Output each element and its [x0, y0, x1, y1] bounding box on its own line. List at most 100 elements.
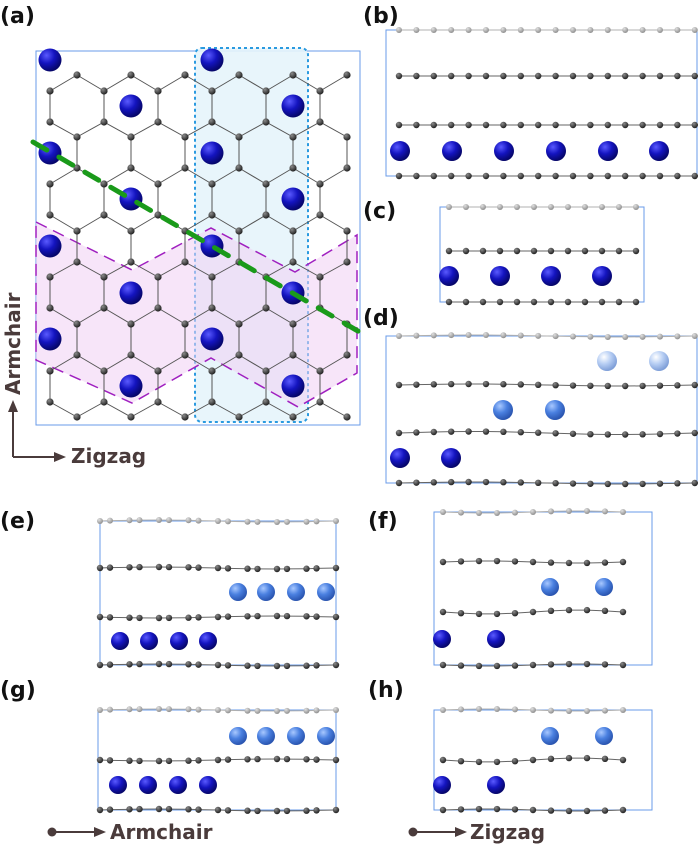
carbon-atom: [529, 661, 537, 669]
c-c-bond: [49, 214, 78, 232]
top-carbon-atom: [691, 333, 698, 339]
carbon-atom: [100, 87, 108, 95]
c-c-bond: [157, 354, 186, 372]
top-carbon-atom: [225, 518, 231, 525]
carbon-atom: [529, 806, 537, 814]
carbon-atom: [165, 805, 173, 813]
carbon-atom: [127, 164, 135, 172]
sodium-atom: [487, 630, 505, 648]
carbon-atom: [127, 227, 135, 235]
c-c-bond: [265, 354, 294, 372]
top-carbon-atom: [548, 707, 554, 714]
carbon-atom: [154, 398, 162, 406]
carbon-atom: [583, 660, 591, 668]
c-c-bond: [211, 74, 240, 92]
carbon-atom: [619, 756, 627, 764]
top-carbon-atom: [530, 509, 536, 515]
top-carbon-atom: [274, 519, 280, 525]
carbon-atom: [587, 172, 594, 180]
top-carbon-atom: [604, 333, 611, 340]
carbon-atom: [289, 164, 297, 172]
carbon-atom: [316, 398, 324, 406]
c-c-bond: [184, 74, 213, 92]
top-carbon-atom: [587, 333, 594, 340]
carbon-atom: [224, 756, 232, 763]
carbon-atom: [244, 807, 251, 814]
top-carbon-atom: [480, 204, 486, 210]
c-c-bond: [157, 74, 186, 92]
sodium-atom: [317, 583, 335, 601]
top-carbon-atom: [512, 706, 518, 713]
top-carbon-atom: [584, 707, 590, 714]
carbon-atom: [154, 273, 162, 281]
top-carbon-atom: [396, 27, 402, 33]
carbon-atom: [583, 559, 591, 567]
c-c-bond: [265, 401, 294, 418]
top-carbon-atom: [97, 518, 103, 524]
armchair-axis-label: Armchair: [1, 292, 25, 395]
top-carbon-atom: [674, 27, 681, 33]
carbon-atom: [127, 133, 135, 141]
carbon-atom: [691, 72, 698, 80]
zigzag-direction-label: Zigzag: [470, 820, 545, 844]
carbon-atom: [535, 121, 542, 129]
carbon-atom: [622, 172, 629, 180]
c-c-bond: [49, 401, 78, 418]
top-carbon-atom: [552, 27, 559, 33]
carbon-atom: [529, 608, 537, 616]
top-carbon-atom: [530, 707, 536, 713]
c-c-bond: [130, 354, 159, 372]
carbon-atom: [619, 661, 627, 669]
carbon-atom: [615, 298, 623, 306]
carbon-atom: [154, 180, 162, 188]
carbon-atom: [656, 382, 664, 389]
carbon-bonds: [49, 74, 348, 418]
armchair-channel-region: [35, 220, 358, 408]
carbon-atom: [254, 662, 261, 670]
top-carbon-atom: [430, 27, 437, 33]
c-c-bond: [238, 121, 267, 138]
carbon-atom: [283, 755, 291, 763]
top-carbon-atom: [570, 333, 576, 340]
c-c-bond: [265, 121, 294, 138]
carbon-atom: [126, 564, 133, 571]
carbon-atom: [535, 381, 542, 389]
carbon-atom: [313, 662, 320, 669]
arrowhead-icon: [8, 400, 18, 412]
carbon-atom: [106, 564, 114, 571]
top-carbon-atom: [225, 707, 231, 714]
carbon-atom: [96, 661, 104, 669]
top-carbon-atom: [126, 517, 133, 524]
carbon-atom: [535, 172, 542, 180]
top-carbon-atom: [215, 707, 221, 713]
carbon-atom: [126, 806, 133, 813]
top-carbon-atom: [458, 509, 464, 516]
top-carbon-atom: [584, 508, 590, 515]
carbon-atom: [448, 172, 455, 180]
carbon-atom: [691, 479, 698, 487]
carbon-atom: [552, 430, 559, 437]
top-carbon-atom: [497, 204, 503, 210]
cell-frame: [439, 206, 645, 303]
top-carbon-atom: [512, 509, 518, 516]
zigzag-axis-label: Zigzag: [71, 444, 146, 468]
carbon-atom: [656, 172, 664, 180]
carbon-atom: [535, 72, 542, 80]
carbon-atom: [195, 806, 202, 813]
carbon-atom: [513, 298, 521, 306]
carbon-atom: [100, 211, 108, 219]
carbon-atom: [445, 247, 453, 255]
panel-a-axes: Armchair Zigzag: [1, 292, 146, 468]
carbon-atom: [126, 614, 133, 621]
carbon-atom: [547, 559, 555, 566]
top-carbon-atom: [582, 204, 588, 210]
panel-c: [439, 204, 645, 306]
carbon-atom: [235, 133, 243, 141]
carbon-atom: [482, 121, 490, 129]
c-c-bond: [76, 401, 105, 418]
carbon-atom: [224, 662, 232, 669]
carbon-atom: [674, 430, 681, 437]
top-carbon-atom: [166, 517, 172, 524]
carbon-atom: [517, 72, 524, 80]
carbon-atom: [154, 87, 162, 95]
